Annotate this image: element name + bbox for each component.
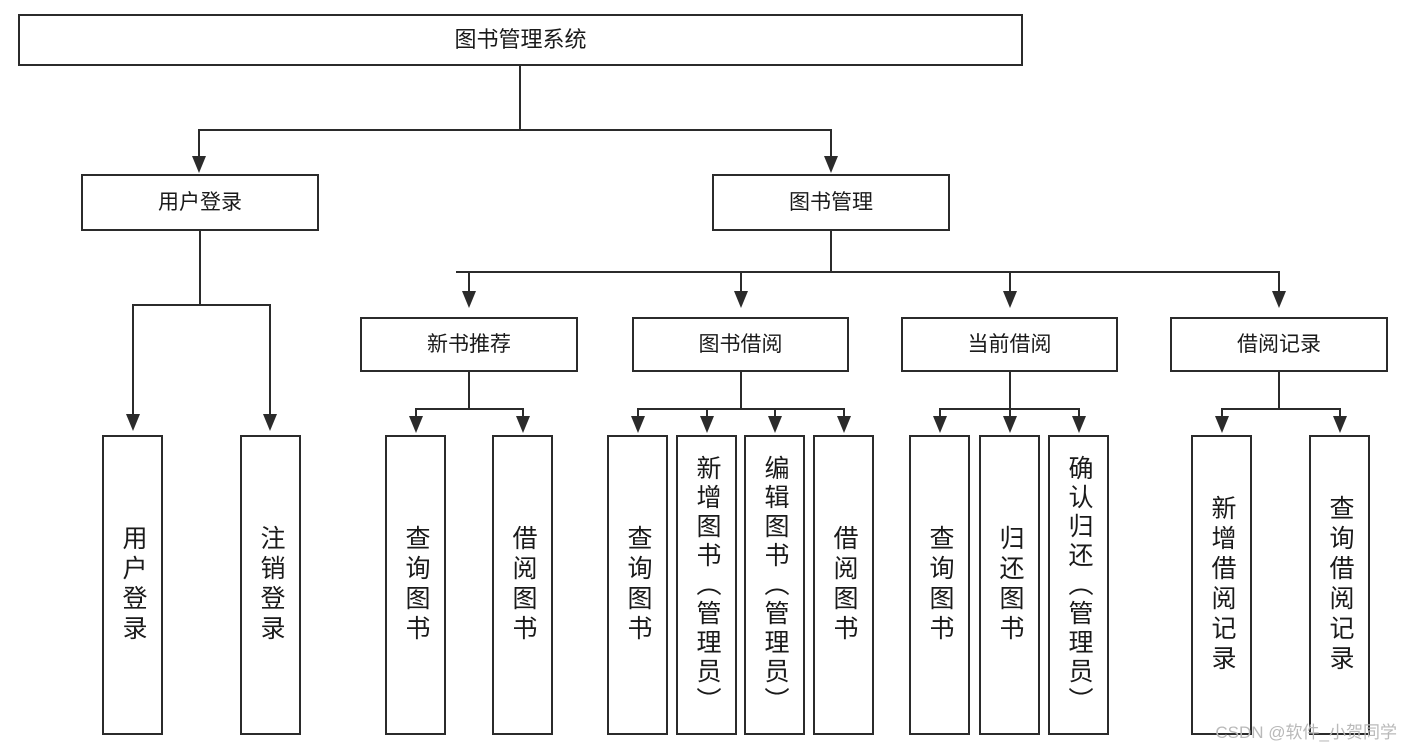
- leaf-query-borrow-record[interactable]: 查询借阅记录: [1309, 435, 1370, 735]
- leaf-confirm-return-admin[interactable]: 确认归还（管理员）: [1048, 435, 1109, 735]
- arrowhead-borrow-record-to-leaf-2: [1333, 416, 1347, 433]
- connector-root-bar: [198, 129, 831, 131]
- node-label: 借阅图书: [830, 525, 858, 645]
- connector-user-login-bar: [132, 304, 270, 306]
- arrowhead-book-borrow-to-leaf-2: [700, 416, 714, 433]
- node-borrowing-record[interactable]: 借阅记录: [1170, 317, 1388, 372]
- node-label: 确认归还（管理员）: [1065, 454, 1093, 716]
- connector-book-manage-to-book-borrow: [740, 271, 742, 293]
- arrowhead-user-login-to-leaf-2: [263, 414, 277, 431]
- node-label: 注销登录: [257, 525, 285, 645]
- node-label: 借阅图书: [509, 525, 537, 645]
- node-label: 查询借阅记录: [1326, 495, 1354, 675]
- node-current-borrowing[interactable]: 当前借阅: [901, 317, 1118, 372]
- arrowhead-book-borrow-to-leaf-1: [631, 416, 645, 433]
- leaf-query-book-borrow[interactable]: 查询图书: [607, 435, 668, 735]
- arrowhead-root-to-user-login: [192, 156, 206, 173]
- arrowhead-book-manage-to-current-borrow: [1003, 291, 1017, 308]
- node-label: 用户登录: [158, 190, 242, 214]
- arrowhead-book-manage-to-new-book-rec: [462, 291, 476, 308]
- node-label: 归还图书: [996, 525, 1024, 645]
- leaf-query-book-current-borrow[interactable]: 查询图书: [909, 435, 970, 735]
- arrowhead-current-borrow-to-leaf-3: [1072, 416, 1086, 433]
- leaf-user-login[interactable]: 用户登录: [102, 435, 163, 735]
- node-user-login[interactable]: 用户登录: [81, 174, 319, 231]
- node-label: 编辑图书（管理员）: [761, 454, 789, 716]
- arrowhead-root-to-book-manage: [824, 156, 838, 173]
- arrowhead-book-manage-to-borrow-record: [1272, 291, 1286, 308]
- leaf-add-book-admin[interactable]: 新增图书（管理员）: [676, 435, 737, 735]
- arrowhead-new-book-rec-to-leaf-2: [516, 416, 530, 433]
- connector-new-book-rec-to-leaf-2: [522, 408, 524, 418]
- node-label: 借阅记录: [1237, 332, 1321, 356]
- node-label: 新增借阅记录: [1208, 495, 1236, 675]
- arrowhead-current-borrow-to-leaf-2: [1003, 416, 1017, 433]
- node-new-book-recommendation[interactable]: 新书推荐: [360, 317, 578, 372]
- arrowhead-user-login-to-leaf-1: [126, 414, 140, 431]
- connector-book-borrow-to-leaf-2: [706, 408, 708, 418]
- node-book-management[interactable]: 图书管理: [712, 174, 950, 231]
- connector-book-borrow-stem: [740, 372, 742, 410]
- connector-borrow-record-to-leaf-1: [1221, 408, 1223, 418]
- node-root-book-management-system[interactable]: 图书管理系统: [18, 14, 1023, 66]
- node-book-borrowing[interactable]: 图书借阅: [632, 317, 849, 372]
- connector-book-manage-bar: [456, 271, 1279, 273]
- arrowhead-book-borrow-to-leaf-3: [768, 416, 782, 433]
- arrowhead-new-book-rec-to-leaf-1: [409, 416, 423, 433]
- arrowhead-book-borrow-to-leaf-4: [837, 416, 851, 433]
- node-label: 新书推荐: [427, 332, 511, 356]
- leaf-edit-book-admin[interactable]: 编辑图书（管理员）: [744, 435, 805, 735]
- connector-root-to-book-manage: [830, 129, 832, 159]
- connector-book-borrow-bar: [637, 408, 844, 410]
- connector-user-login-stem: [199, 231, 201, 305]
- node-label: 查询图书: [624, 525, 652, 645]
- node-label: 查询图书: [402, 525, 430, 645]
- arrowhead-borrow-record-to-leaf-1: [1215, 416, 1229, 433]
- connector-root-stem: [519, 66, 521, 130]
- node-label: 图书管理系统: [454, 26, 587, 52]
- connector-new-book-rec-bar: [415, 408, 523, 410]
- connector-current-borrow-stem: [1009, 372, 1011, 410]
- leaf-return-book[interactable]: 归还图书: [979, 435, 1040, 735]
- node-label: 查询图书: [926, 525, 954, 645]
- connector-book-borrow-to-leaf-3: [774, 408, 776, 418]
- arrowhead-book-manage-to-book-borrow: [734, 291, 748, 308]
- leaf-add-borrow-record[interactable]: 新增借阅记录: [1191, 435, 1252, 735]
- connector-book-borrow-to-leaf-4: [843, 408, 845, 418]
- connector-user-login-to-leaf-2: [269, 304, 271, 416]
- connector-book-manage-to-current-borrow: [1009, 271, 1011, 293]
- connector-root-to-user-login: [198, 129, 200, 159]
- connector-current-borrow-to-leaf-1: [939, 408, 941, 418]
- node-label: 当前借阅: [967, 332, 1052, 356]
- connector-book-manage-to-borrow-record: [1278, 271, 1280, 293]
- arrowhead-current-borrow-to-leaf-1: [933, 416, 947, 433]
- leaf-logout[interactable]: 注销登录: [240, 435, 301, 735]
- connector-book-borrow-to-leaf-1: [637, 408, 639, 418]
- connector-borrow-record-bar: [1221, 408, 1340, 410]
- connector-borrow-record-to-leaf-2: [1339, 408, 1341, 418]
- leaf-query-book-new-book-rec[interactable]: 查询图书: [385, 435, 446, 735]
- connector-new-book-rec-to-leaf-1: [415, 408, 417, 418]
- node-label: 图书管理: [789, 190, 873, 214]
- leaf-borrow-book-borrow[interactable]: 借阅图书: [813, 435, 874, 735]
- connector-book-manage-to-new-book-rec: [468, 271, 470, 293]
- node-label: 图书借阅: [698, 332, 783, 356]
- node-label: 新增图书（管理员）: [693, 454, 721, 716]
- connector-current-borrow-to-leaf-3: [1078, 408, 1080, 418]
- connector-book-manage-stem: [830, 231, 832, 273]
- leaf-borrow-book-new-book-rec[interactable]: 借阅图书: [492, 435, 553, 735]
- connector-user-login-to-leaf-1: [132, 304, 134, 416]
- connector-borrow-record-stem: [1278, 372, 1280, 410]
- connector-current-borrow-to-leaf-2: [1009, 408, 1011, 418]
- node-label: 用户登录: [119, 525, 147, 645]
- connector-new-book-rec-stem: [468, 372, 470, 410]
